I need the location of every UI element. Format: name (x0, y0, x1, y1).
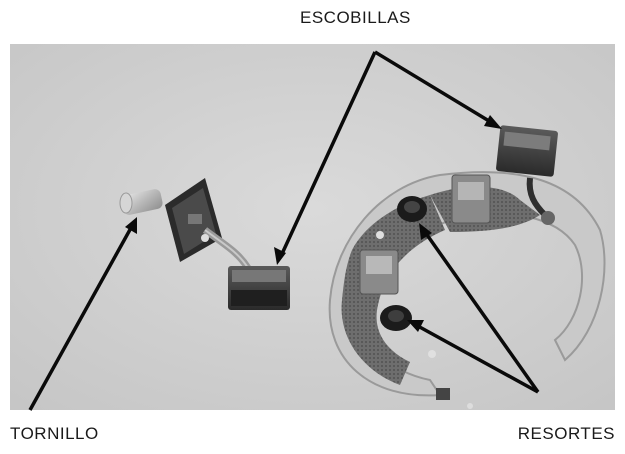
photo-background (10, 44, 615, 410)
arrow-escobillas-left (279, 51, 377, 257)
arrow-tornillo (28, 225, 134, 411)
arrow-resortes-1 (423, 230, 540, 394)
top-brush (496, 125, 558, 225)
arrow-escobillas-top (374, 50, 495, 126)
arrow-resortes-2-head (407, 320, 424, 332)
brush-holder-boxes (359, 174, 491, 295)
rivets (376, 231, 473, 409)
label-escobillas: ESCOBILLAS (300, 8, 411, 27)
arrow-resortes-2 (415, 323, 539, 394)
arrow-resortes-1-head (419, 223, 432, 240)
screw (119, 189, 163, 215)
label-resortes: RESORTES (517, 424, 615, 443)
arrow-escobillas-top-head (484, 115, 502, 129)
arrow-tornillo-head (125, 217, 137, 234)
springs (380, 196, 427, 331)
label-tornillo: TORNILLO (10, 424, 99, 443)
arrows (28, 50, 540, 411)
loose-brush-assembly (165, 178, 290, 310)
arrow-escobillas-left-head (274, 247, 286, 265)
